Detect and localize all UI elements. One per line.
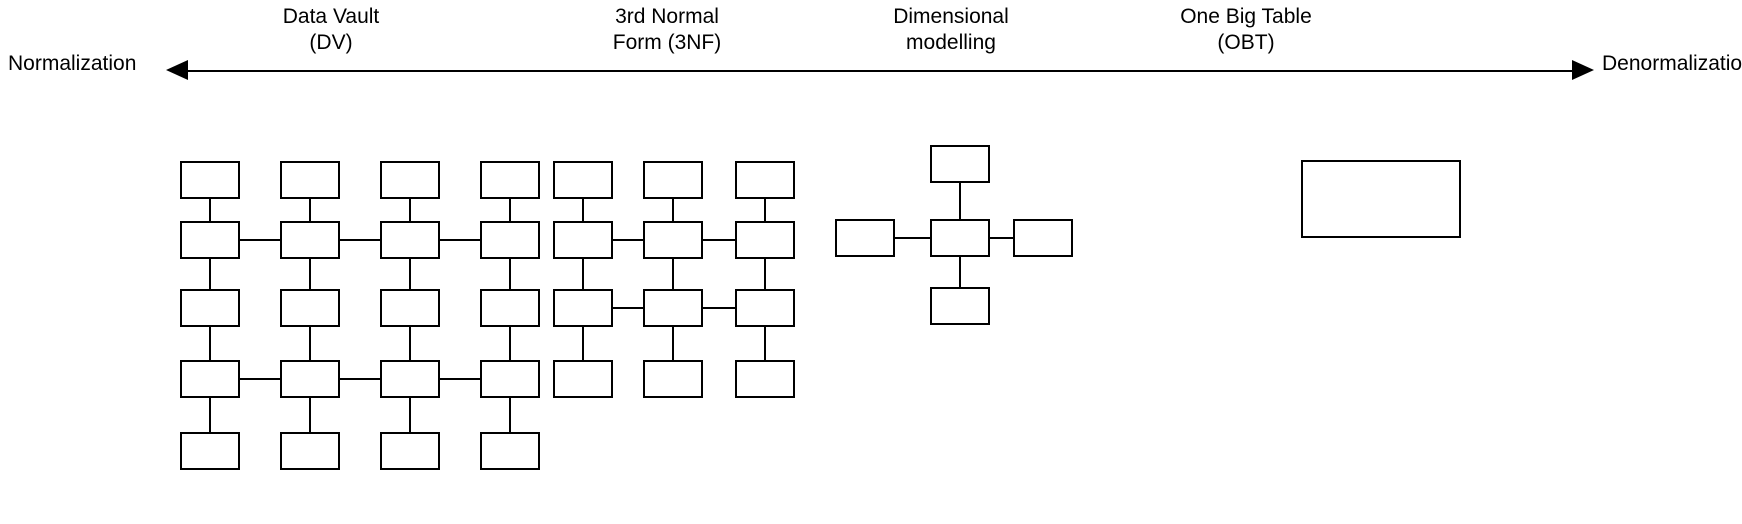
one-big-table-node — [1301, 160, 1461, 238]
connector-horizontal — [895, 236, 930, 240]
connector-vertical — [508, 327, 512, 360]
connector-vertical — [763, 259, 767, 289]
connector-vertical — [581, 259, 585, 289]
arrow-right-icon — [1572, 60, 1594, 80]
axis-label-normalization: Normalization — [8, 52, 137, 75]
axis-label-denormalization: Denormalization — [1602, 52, 1742, 75]
connector-vertical — [508, 199, 512, 221]
table-node — [643, 161, 703, 199]
connector-vertical — [208, 398, 212, 432]
connector-vertical — [208, 199, 212, 221]
table-node — [280, 289, 340, 327]
connector-horizontal — [703, 306, 735, 310]
table-node — [735, 161, 795, 199]
connector-vertical — [763, 199, 767, 221]
table-node — [553, 221, 613, 259]
table-node — [480, 360, 540, 398]
table-node — [480, 432, 540, 470]
connector-vertical — [408, 199, 412, 221]
connector-vertical — [508, 398, 512, 432]
stage-label-third-normal-form: 3rd Normal Form (3NF) — [612, 5, 722, 54]
connector-horizontal — [340, 238, 380, 242]
connector-horizontal — [703, 238, 735, 242]
table-node — [643, 221, 703, 259]
fact-node — [930, 219, 990, 257]
connector-vertical — [763, 327, 767, 360]
connector-vertical — [308, 327, 312, 360]
connector-horizontal — [990, 236, 1013, 240]
table-node — [280, 161, 340, 199]
stage-label-data-vault: Data Vault (DV) — [282, 5, 380, 54]
connector-vertical — [408, 327, 412, 360]
connector-horizontal — [240, 238, 280, 242]
table-node — [180, 289, 240, 327]
table-node — [643, 289, 703, 327]
table-node — [553, 161, 613, 199]
connector-horizontal — [440, 238, 480, 242]
table-node — [380, 289, 440, 327]
table-node — [553, 360, 613, 398]
table-node — [480, 289, 540, 327]
connector-vertical — [671, 199, 675, 221]
table-node — [735, 289, 795, 327]
stage-label-one-big-table: One Big Table (OBT) — [1180, 5, 1312, 54]
connector-horizontal — [240, 377, 280, 381]
table-node — [180, 221, 240, 259]
connector-vertical — [208, 327, 212, 360]
connector-vertical — [308, 398, 312, 432]
table-node — [180, 432, 240, 470]
connector-vertical — [208, 259, 212, 289]
table-node — [280, 360, 340, 398]
connector-horizontal — [440, 377, 480, 381]
table-node — [735, 360, 795, 398]
table-node — [280, 221, 340, 259]
connector-horizontal — [613, 306, 643, 310]
connector-vertical — [308, 199, 312, 221]
table-node — [643, 360, 703, 398]
table-node — [735, 221, 795, 259]
arrow-left-icon — [166, 60, 188, 80]
table-node — [380, 221, 440, 259]
connector-vertical — [508, 259, 512, 289]
stage-label-dimensional-modelling: Dimensional modelling — [893, 5, 1009, 54]
connector-vertical — [671, 259, 675, 289]
table-node — [280, 432, 340, 470]
connector-vertical — [308, 259, 312, 289]
table-node — [380, 360, 440, 398]
connector-vertical — [581, 327, 585, 360]
connector-vertical — [671, 327, 675, 360]
connector-horizontal — [613, 238, 643, 242]
connector-vertical — [958, 257, 962, 287]
connector-horizontal — [340, 377, 380, 381]
dimension-node — [835, 219, 895, 257]
connector-vertical — [958, 183, 962, 219]
connector-vertical — [581, 199, 585, 221]
dimension-node — [1013, 219, 1073, 257]
table-node — [480, 221, 540, 259]
dimension-node — [930, 287, 990, 325]
connector-vertical — [408, 398, 412, 432]
table-node — [180, 161, 240, 199]
table-node — [380, 432, 440, 470]
table-node — [480, 161, 540, 199]
spectrum-axis-line — [186, 70, 1576, 72]
table-node — [553, 289, 613, 327]
table-node — [180, 360, 240, 398]
table-node — [380, 161, 440, 199]
connector-vertical — [408, 259, 412, 289]
dimension-node — [930, 145, 990, 183]
